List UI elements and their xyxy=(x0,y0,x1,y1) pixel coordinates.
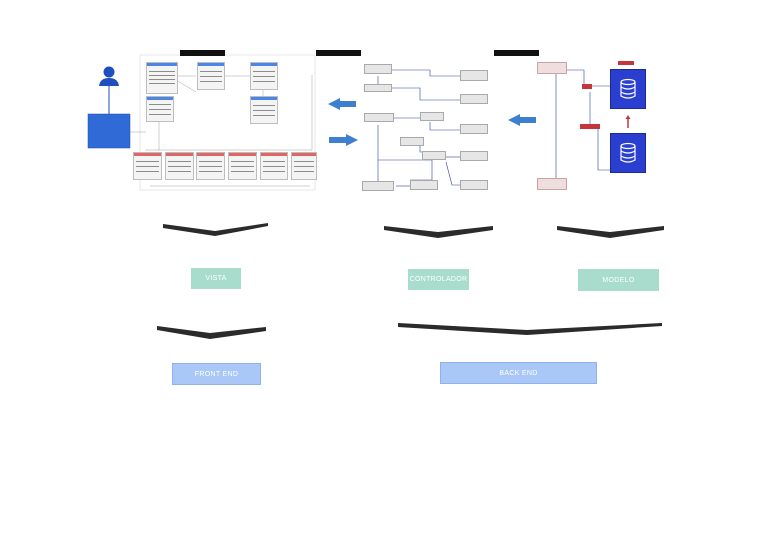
controller-node xyxy=(460,94,488,104)
tier-back-end: BACK END xyxy=(440,362,597,384)
model-node xyxy=(537,178,567,190)
user-icon xyxy=(99,66,119,86)
wireframe-thumbnail xyxy=(260,152,288,180)
layer-controlador: CONTROLADOR xyxy=(408,269,469,290)
chevron-down-icon xyxy=(384,226,493,238)
controller-node xyxy=(364,64,392,74)
controller-node xyxy=(364,113,394,122)
arrow-left-icon xyxy=(508,114,536,126)
chevron-down-icon xyxy=(163,223,268,236)
controller-node xyxy=(364,84,392,92)
chevron-down-icon xyxy=(557,226,664,238)
controller-connectors xyxy=(377,69,460,190)
controller-node xyxy=(410,180,438,190)
accent-label xyxy=(618,61,634,65)
chevron-down-icon xyxy=(157,326,266,339)
wireframe-thumbnail xyxy=(197,62,225,90)
db-link-arrow xyxy=(625,115,631,119)
wireframe-thumbnail xyxy=(196,152,225,180)
accent-label xyxy=(582,84,592,89)
accent-label xyxy=(580,124,600,129)
wireframe-thumbnail xyxy=(146,62,178,94)
wireframe-thumbnail xyxy=(250,96,278,124)
arrow-right-icon xyxy=(329,134,358,146)
layer-modelo: MODELO xyxy=(578,269,659,291)
chevron-down-icon xyxy=(398,323,662,335)
wireframe-thumbnail xyxy=(250,62,278,90)
arrow-left-icon xyxy=(328,98,356,110)
controller-node xyxy=(422,151,446,160)
wireframe-thumbnail xyxy=(228,152,257,180)
client-box xyxy=(87,113,131,149)
controller-node xyxy=(460,124,488,134)
wireframe-thumbnail xyxy=(146,96,174,122)
database-icon xyxy=(620,78,636,99)
tier-front-end: FRONT END xyxy=(172,363,261,385)
controller-panel-header xyxy=(316,50,361,56)
controller-node xyxy=(362,181,394,191)
database-box xyxy=(610,69,646,109)
wireframe-thumbnail xyxy=(165,152,194,180)
database-box xyxy=(610,133,646,173)
database-icon xyxy=(620,142,636,163)
view-panel-header xyxy=(180,50,225,56)
model-panel-header xyxy=(494,50,539,56)
controller-node xyxy=(420,112,444,121)
model-node xyxy=(537,62,567,74)
layer-vista: VISTA xyxy=(191,268,241,289)
controller-node xyxy=(460,151,488,161)
controller-node xyxy=(460,180,488,190)
controller-node xyxy=(400,137,424,146)
wireframe-thumbnail xyxy=(291,152,317,180)
wireframe-thumbnail xyxy=(133,152,162,180)
view-panel-frame xyxy=(139,54,316,191)
controller-node xyxy=(460,70,488,81)
